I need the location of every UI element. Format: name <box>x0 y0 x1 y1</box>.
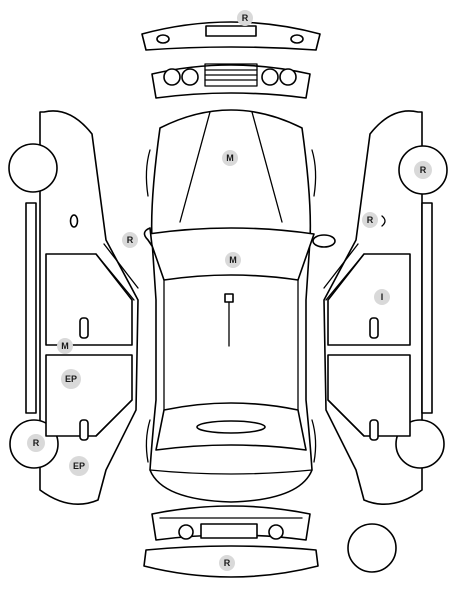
svg-text:EP: EP <box>73 461 85 471</box>
marker-left-rear-quarter: EP <box>69 456 89 476</box>
marker-left-front-door: M <box>57 338 73 354</box>
marker-hood: M <box>222 150 238 166</box>
svg-text:R: R <box>242 13 249 23</box>
svg-text:R: R <box>420 165 427 175</box>
svg-text:R: R <box>127 235 134 245</box>
left-side-view <box>8 110 139 506</box>
marker-top-bumper: R <box>237 10 253 26</box>
svg-text:I: I <box>381 292 384 302</box>
marker-right-front-door: I <box>374 289 390 305</box>
svg-text:R: R <box>367 215 374 225</box>
marker-bottom-bumper: R <box>219 555 235 571</box>
svg-text:M: M <box>226 153 234 163</box>
marker-left-rear-door: EP <box>61 369 81 389</box>
svg-text:M: M <box>229 255 237 265</box>
rear-view <box>151 505 311 541</box>
marker-right-front-wheel: R <box>414 161 432 179</box>
svg-text:EP: EP <box>65 374 77 384</box>
front-view <box>151 63 311 99</box>
marker-left-rear-wheel: R <box>27 434 45 452</box>
right-side-view <box>323 110 448 506</box>
marker-left-mirror: R <box>122 232 138 248</box>
front-bumper-view <box>141 21 321 51</box>
spare-wheel <box>347 523 397 573</box>
marker-right-mirror: R <box>362 212 378 228</box>
car-top-view <box>143 109 336 503</box>
svg-text:R: R <box>33 438 40 448</box>
svg-text:M: M <box>61 341 69 351</box>
marker-roof: M <box>225 252 241 268</box>
svg-text:R: R <box>224 558 231 568</box>
